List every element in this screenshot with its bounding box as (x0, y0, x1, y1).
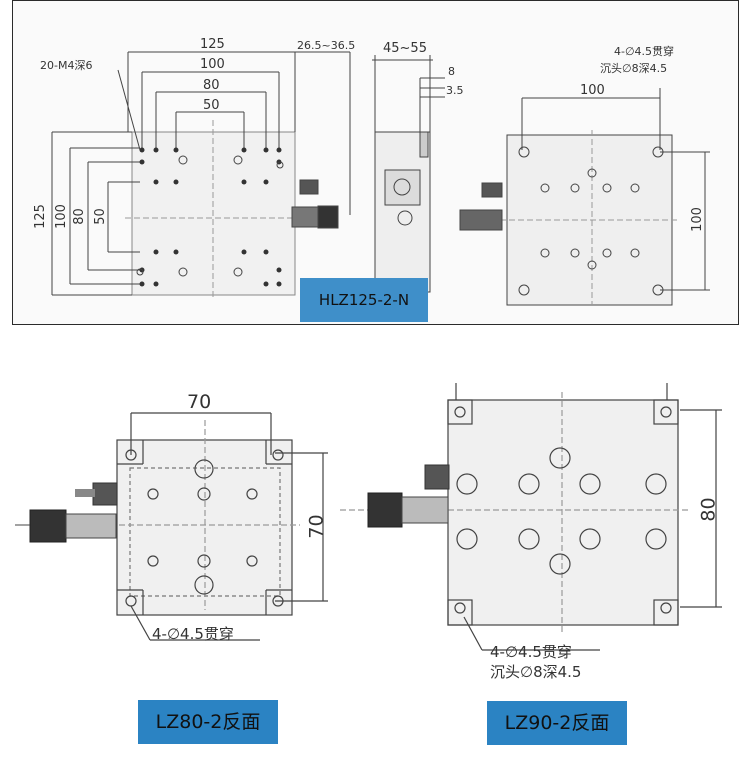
bottom-view-lz80 (110, 412, 328, 641)
micrometer-lz90 (367, 464, 450, 528)
lz90-hole-note-1: 4-∅4.5贯穿 (490, 643, 572, 661)
dim-125-v: 125 (32, 204, 48, 229)
dim-right-top: 100 (580, 83, 605, 98)
tapped-holes (139, 147, 282, 287)
dim-125-h: 125 (200, 37, 225, 52)
dim-side-8: 8 (448, 65, 455, 78)
dim-side-range: 45~55 (383, 41, 427, 56)
hole-note-right-1: 4-∅4.5贯穿 (614, 45, 675, 58)
lz80-dim-top: 70 (187, 391, 212, 413)
dim-100-h: 100 (200, 57, 225, 72)
dim-80-v: 80 (71, 208, 87, 225)
dim-right-side: 100 (689, 207, 705, 232)
dim-50-h: 50 (203, 98, 220, 113)
bottom-view-125 (459, 88, 710, 306)
hole-note-right-2: 沉头∅8深4.5 (600, 62, 668, 75)
dim-80-h: 80 (203, 78, 220, 93)
bottom-view-lz90 (340, 383, 722, 651)
micrometer-lz80 (15, 482, 118, 543)
dim-100-v: 100 (53, 204, 69, 229)
lz80-dim-side: 70 (305, 514, 328, 539)
lz90-hole-note-2: 沉头∅8深4.5 (490, 663, 582, 681)
tap-note: 20-M4深6 (40, 59, 93, 72)
lz90-caption: LZ90-2反面 (487, 701, 627, 745)
lz80-hole-note: 4-∅4.5贯穿 (152, 625, 234, 643)
lz90-dim-side: 80 (697, 497, 720, 522)
lz80-caption: LZ80-2反面 (138, 700, 278, 744)
side-view (372, 55, 445, 293)
dim-50-v: 50 (92, 208, 108, 225)
dim-range-left: 26.5~36.5 (297, 39, 356, 52)
model-label-hlz125: HLZ125-2-N (300, 278, 428, 322)
dim-side-3-5: 3.5 (446, 84, 464, 97)
